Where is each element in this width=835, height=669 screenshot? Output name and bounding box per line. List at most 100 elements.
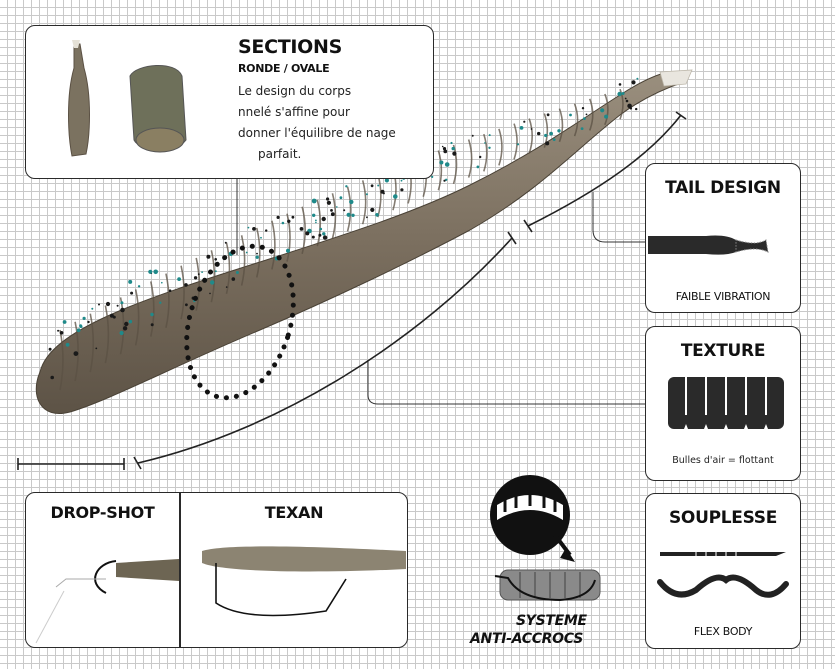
body-speckle [214,258,217,261]
body-rib [498,128,503,166]
body-speckle [255,255,259,259]
texture-ribs-icon [668,377,784,429]
body-speckle [318,233,322,237]
texan-title: TEXAN [264,503,324,522]
body-speckle [442,147,447,151]
body-speckle [260,236,262,239]
sections-panel: SECTIONS RONDE / OVALE Le design du corp… [25,25,434,179]
body-speckle [321,216,326,222]
body-speckle [370,184,374,188]
body-speckle [286,248,290,253]
body-speckle [214,270,217,273]
texture-title: TEXTURE [680,341,766,361]
anti-accrocs-line-2: ANTI-ACCROCS [470,631,584,647]
body-speckle [336,206,338,208]
body-speckle [319,227,323,231]
sections-subtitle: RONDE / OVALE [238,62,330,75]
body-speckle [59,331,64,335]
body-speckle [120,301,124,305]
body-rib [286,213,291,262]
body-speckle [48,347,52,351]
body-speckle [617,91,622,97]
body-speckle [98,303,100,306]
sections-description-line-4: parfait. [258,147,302,161]
tail-design-caption: FAIBLE VIBRATION [675,290,771,303]
body-speckle [380,189,385,194]
sections-title: SECTIONS [238,36,342,58]
body-speckle [231,277,236,281]
body-speckle [400,179,403,182]
body-speckle [201,271,204,273]
body-speckle [245,251,248,254]
body-speckle [82,316,86,320]
body-speckle [635,107,638,111]
body-speckle [600,108,605,113]
anti-accrocs-line-1: SYSTEME [516,613,587,629]
body-speckle [322,232,326,236]
body-speckle [349,199,354,205]
body-speckle [247,226,250,229]
body-speckle [287,219,291,223]
tail-shape-icon [648,235,769,255]
measurement-arcs [17,111,687,470]
body-speckle [326,200,331,205]
body-speckle [185,303,188,307]
callout-connectors [236,178,648,405]
body-speckle [375,213,379,217]
body-speckle [148,269,153,274]
body-speckle [91,307,94,310]
body-speckle [444,162,450,167]
body-speckle [95,347,98,350]
body-rib [437,150,443,191]
body-speckle [281,221,285,225]
anti-accrocs-illustration [490,475,601,602]
body-speckle [130,291,134,295]
body-speckle [523,120,526,123]
body-speckle [197,273,200,276]
body-speckle [351,213,355,217]
body-speckle [150,312,154,317]
body-speckle [312,213,316,217]
body-speckle [299,227,304,231]
body-rib [543,113,549,148]
body-rib [604,93,609,126]
body-speckle [365,193,368,196]
body-speckle [479,155,482,159]
body-rib [483,133,488,172]
body-rib [240,235,246,286]
body-speckle [57,329,60,332]
body-speckle [530,128,533,130]
body-speckle [256,252,258,255]
body-speckle [120,307,125,313]
body-speckle [184,283,188,287]
body-speckle [581,107,585,110]
body-rib [377,173,382,218]
body-speckle [209,292,211,295]
body-speckle [345,185,348,188]
body-speckle [65,342,70,347]
body-rib [331,193,337,239]
body-rib [104,305,110,364]
body-speckle [150,323,154,327]
body-speckle [580,127,584,130]
rigging-panel: DROP-SHOT TEXAN [25,492,408,648]
body-rib [558,108,564,143]
body-speckle [343,209,346,212]
body-rib [150,281,155,337]
body-speckle [326,197,330,201]
body-rib [59,329,64,391]
body-rib [467,139,473,178]
body-speckle [116,304,119,307]
body-speckle [206,254,211,259]
body-speckle [627,103,632,109]
body-speckle [443,149,448,154]
body-speckle [50,375,54,380]
body-speckle [315,219,317,222]
body-speckle [452,151,457,156]
body-speckle [585,113,588,116]
body-speckle [569,113,572,117]
body-speckle [330,212,335,217]
body-speckle [488,134,491,137]
